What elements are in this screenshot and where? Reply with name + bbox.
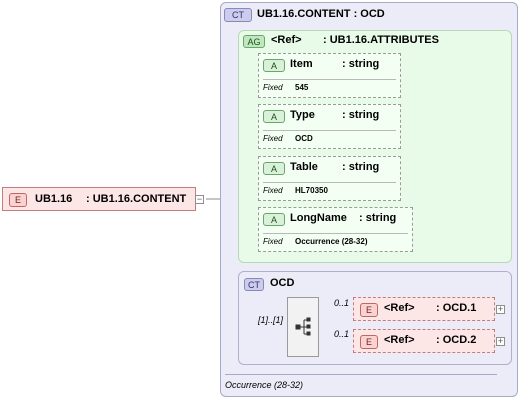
attribute-icon: A [263, 110, 285, 123]
attribute-longname[interactable]: A LongName : string Fixed Occurrence (28… [258, 207, 413, 252]
attribute-type: : string [342, 109, 380, 121]
fixed-label: Fixed [263, 83, 283, 92]
expand-icon[interactable]: + [496, 336, 505, 346]
attribute-group-type: : UB1.16.ATTRIBUTES [323, 34, 439, 46]
attribute-name: Table [290, 161, 318, 173]
multiplicity-label: [1]..[1] [258, 315, 284, 325]
content-title: UB1.16.CONTENT : OCD [257, 8, 385, 20]
sequence-compositor[interactable] [287, 297, 319, 357]
attribute-type-attr[interactable]: A Type : string Fixed OCD [258, 104, 401, 149]
ocd-title: OCD [270, 277, 295, 289]
sequence-icon [295, 317, 311, 336]
element-icon: E [360, 303, 378, 317]
occurrence-label: 0..1 [334, 298, 350, 308]
attribute-table[interactable]: A Table : string Fixed HL70350 [258, 156, 401, 201]
attribute-separator [263, 130, 396, 131]
attribute-separator [263, 79, 396, 80]
attribute-group-ref: <Ref> [271, 34, 302, 46]
child-type: : OCD.1 [436, 302, 477, 314]
complex-type-icon: CT [244, 278, 264, 291]
attribute-icon: A [263, 59, 285, 72]
attribute-name: LongName [290, 212, 347, 224]
root-element[interactable]: E UB1.16 : UB1.16.CONTENT [2, 187, 196, 211]
divider [225, 374, 497, 375]
attribute-name: Type [290, 109, 315, 121]
fixed-value: OCD [295, 134, 313, 143]
expand-icon[interactable]: + [496, 304, 505, 314]
attribute-type: : string [342, 161, 380, 173]
attribute-type: : string [342, 58, 380, 70]
complex-type-icon: CT [224, 8, 252, 22]
occurrence-label: 0..1 [334, 329, 350, 339]
root-element-type: : UB1.16.CONTENT [86, 193, 187, 205]
fixed-value: 545 [295, 83, 309, 92]
attribute-type: : string [359, 212, 397, 224]
attribute-separator [263, 233, 408, 234]
fixed-label: Fixed [263, 186, 283, 195]
child-ref: <Ref> [384, 302, 415, 314]
attribute-icon: A [263, 213, 285, 226]
child-ref: <Ref> [384, 334, 415, 346]
element-icon: E [360, 335, 378, 349]
attribute-item[interactable]: A Item : string Fixed 545 [258, 53, 401, 98]
child-element-ocd1[interactable]: E <Ref> : OCD.1 [353, 297, 495, 321]
fixed-value: Occurrence (28-32) [295, 237, 368, 246]
attribute-separator [263, 182, 396, 183]
attribute-icon: A [263, 162, 285, 175]
fixed-label: Fixed [263, 237, 283, 246]
child-element-ocd2[interactable]: E <Ref> : OCD.2 [353, 329, 495, 353]
element-icon: E [9, 193, 27, 207]
fixed-value: HL70350 [295, 186, 328, 195]
fixed-label: Fixed [263, 134, 283, 143]
child-type: : OCD.2 [436, 334, 477, 346]
root-element-name: UB1.16 [35, 193, 73, 205]
content-footer: Occurrence (28-32) [225, 380, 304, 390]
collapse-icon[interactable]: − [195, 194, 204, 204]
attribute-name: Item [290, 58, 313, 70]
attribute-group-icon: AG [243, 35, 265, 48]
